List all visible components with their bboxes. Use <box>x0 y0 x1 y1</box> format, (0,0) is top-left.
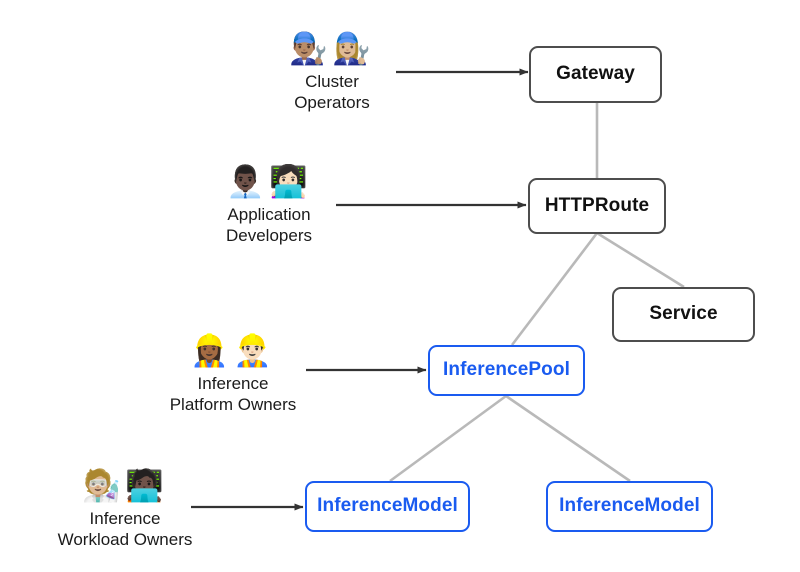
node-httproute-label: HTTPRoute <box>544 194 650 216</box>
edge-inferencepool-inferencemodel-2 <box>505 394 631 483</box>
application-developers-icons: 👨🏿‍💼👩🏻‍💻 <box>226 163 312 199</box>
edge-httproute-inferencepool <box>510 232 599 346</box>
application-developers-label: Application Developers <box>226 205 312 246</box>
inference-workload-owners-label: Inference Workload Owners <box>57 509 193 550</box>
persona-application-developers: 👨🏿‍💼👩🏻‍💻 Application Developers <box>164 162 374 247</box>
cluster-operators-icons: 👨🏽‍🔧👩🏼‍🔧 <box>289 30 375 66</box>
node-gateway[interactable]: Gateway <box>529 46 662 103</box>
node-inferencepool[interactable]: InferencePool <box>428 345 585 396</box>
node-inferencemodel-2[interactable]: InferenceModel <box>546 481 713 532</box>
persona-inference-workload-owners: 🧑🏼‍🔬🧑🏿‍💻 Inference Workload Owners <box>20 466 230 551</box>
node-service[interactable]: Service <box>612 287 755 342</box>
node-inferencemodel-1-label: InferenceModel <box>317 495 458 517</box>
inference-workload-owners-icons: 🧑🏼‍🔬🧑🏿‍💻 <box>82 467 168 503</box>
cluster-operators-label: Cluster Operators <box>294 72 370 113</box>
node-gateway-label: Gateway <box>556 63 635 85</box>
edge-httproute-service <box>596 231 685 289</box>
node-inferencemodel-2-label: InferenceModel <box>559 495 700 517</box>
persona-inference-platform-owners: 👷🏾‍♀️👷🏻‍♂️ Inference Platform Owners <box>128 331 338 416</box>
inference-platform-owners-label: Inference Platform Owners <box>169 374 297 415</box>
node-httproute[interactable]: HTTPRoute <box>528 178 666 234</box>
inference-platform-owners-icons: 👷🏾‍♀️👷🏻‍♂️ <box>190 332 276 368</box>
node-service-label: Service <box>649 303 718 325</box>
node-inferencepool-label: InferencePool <box>443 359 570 381</box>
persona-cluster-operators: 👨🏽‍🔧👩🏼‍🔧 Cluster Operators <box>227 29 437 114</box>
node-inferencemodel-1[interactable]: InferenceModel <box>305 481 470 532</box>
edge-inferencepool-inferencemodel-1 <box>389 394 507 483</box>
